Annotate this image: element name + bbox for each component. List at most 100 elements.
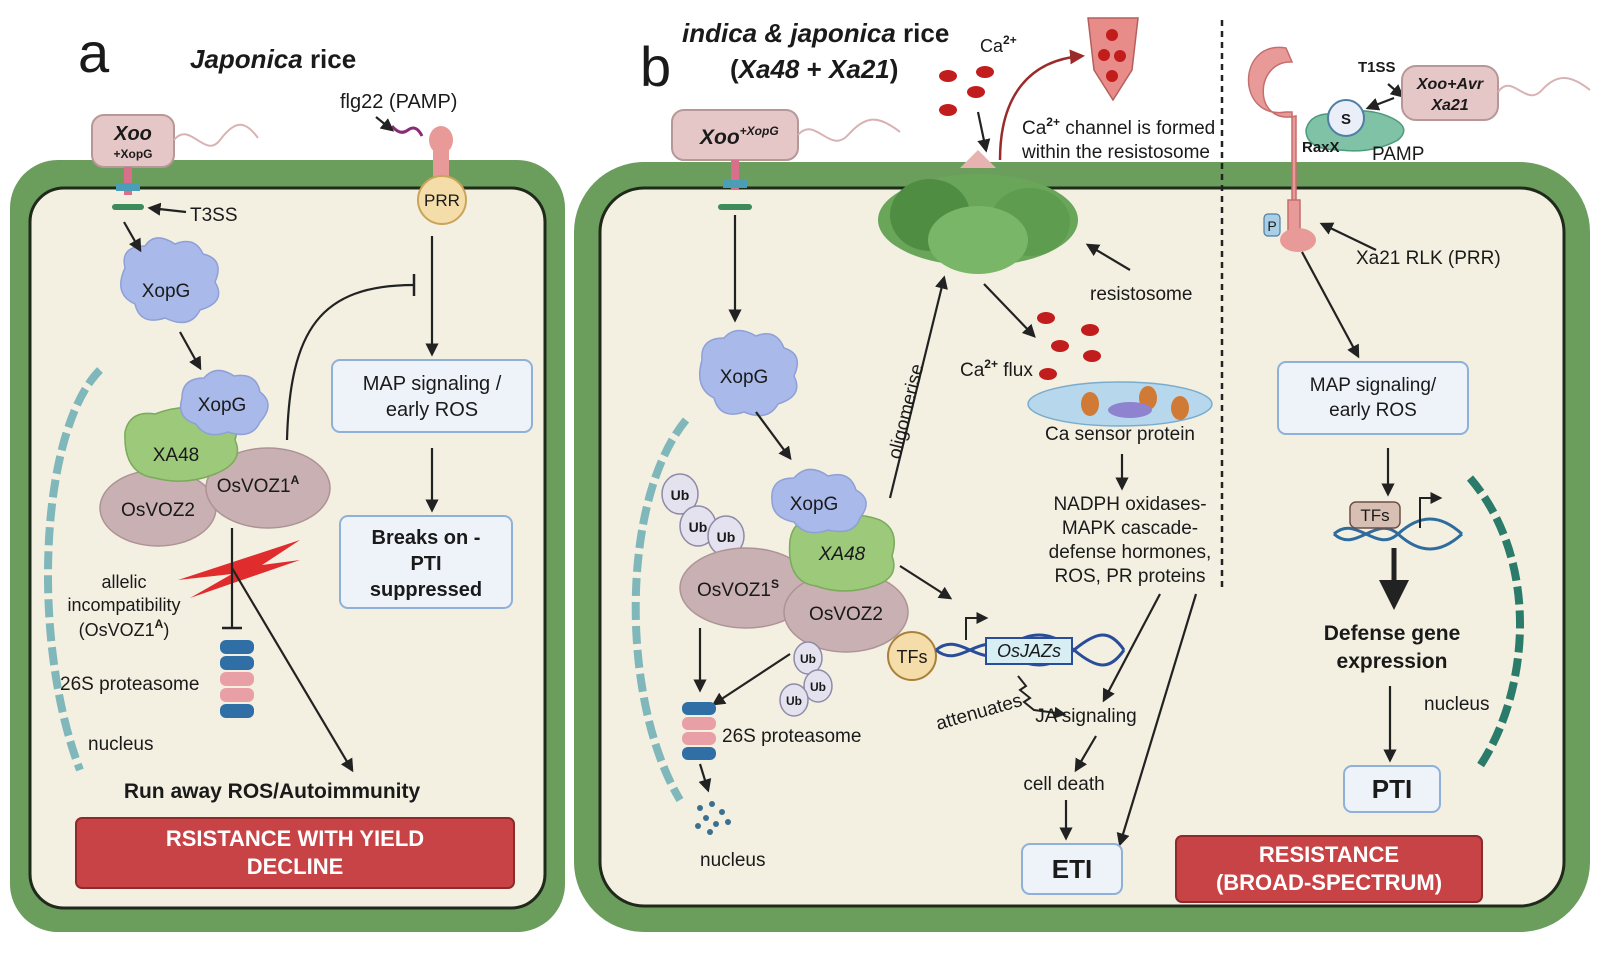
xoo-bacterium-b: Xoo+XopG xyxy=(671,109,901,161)
xopg-protein-b1: XopG xyxy=(699,329,799,417)
t1ss-label: T1SS xyxy=(1358,59,1396,76)
downstream-responses-text: NADPH oxidases- MAPK cascade- defense ho… xyxy=(1049,494,1212,587)
ca-top-label: Ca2+ xyxy=(980,33,1017,56)
raxx-label: RaxX xyxy=(1302,139,1340,156)
svg-text:ROS, PR proteins: ROS, PR proteins xyxy=(1055,566,1206,587)
svg-text:TFs: TFs xyxy=(1360,506,1389,525)
ca-flux-label: Ca2+ flux xyxy=(960,357,1033,381)
svg-text:OsVOZ1A: OsVOZ1A xyxy=(217,473,300,497)
panel-a-title: Japonica rice xyxy=(190,44,356,74)
svg-text:XopG: XopG xyxy=(142,281,191,302)
svg-text:OsJAZs: OsJAZs xyxy=(997,641,1061,661)
channel-label-1: Ca2+ channel is formed xyxy=(1022,115,1215,139)
pamp-label: PAMP xyxy=(1372,144,1424,165)
calcium-ions-top xyxy=(939,66,994,116)
allelic-label-2: incompatibility xyxy=(67,595,180,615)
panel-b-title: indica & japonica rice xyxy=(682,18,949,48)
runaway-label: Run away ROS/Autoimmunity xyxy=(124,780,421,803)
svg-text:MAP signaling/: MAP signaling/ xyxy=(1310,375,1437,396)
nucleus-envelope-b xyxy=(631,417,690,803)
dna-helix-b xyxy=(935,633,1126,667)
svg-text:Ub: Ub xyxy=(689,519,708,535)
svg-text:OsVOZ2: OsVOZ2 xyxy=(809,604,883,625)
nucleus-envelope-c xyxy=(1466,475,1524,769)
xoo-bacterium-a: Xoo +XopG xyxy=(91,114,259,168)
ubiquitin-chain-b1: Ub Ub Ub xyxy=(661,473,745,557)
t3ss-icon xyxy=(112,167,144,210)
svg-text:Ub: Ub xyxy=(800,652,816,666)
panel-b-subtitle: (Xa48 + Xa21) xyxy=(730,54,898,84)
svg-text:Ub: Ub xyxy=(810,680,826,694)
svg-text:PRR: PRR xyxy=(424,191,460,210)
svg-text:Ub: Ub xyxy=(671,487,690,503)
svg-text:Xa21: Xa21 xyxy=(1430,97,1468,114)
ca-sensor-label: Ca sensor protein xyxy=(1045,424,1195,445)
degraded-fragments-icon xyxy=(695,801,731,835)
defense-gene-label-1: Defense gene xyxy=(1324,622,1461,645)
cell-death-label: cell death xyxy=(1023,774,1104,795)
svg-text:S: S xyxy=(1341,111,1351,128)
svg-text:XopG: XopG xyxy=(198,395,247,416)
svg-text:defense hormones,: defense hormones, xyxy=(1049,542,1212,563)
svg-text:suppressed: suppressed xyxy=(370,579,482,601)
xopg-protein-b2: XopG xyxy=(771,468,867,534)
xa48-protein-b: XA48 xyxy=(788,514,895,592)
proteasome-icon-a xyxy=(220,640,254,718)
osvoz1s-protein: OsVOZ1S xyxy=(679,547,813,629)
eti-box: ETI xyxy=(1021,843,1123,895)
outcome-banner-b: RESISTANCE (BROAD-SPECTRUM) xyxy=(1175,835,1483,903)
map-signaling-box-a: MAP signaling / early ROS xyxy=(331,359,533,433)
svg-text:XA48: XA48 xyxy=(153,445,199,466)
svg-text:ETI: ETI xyxy=(1052,854,1092,884)
flg22-icon xyxy=(390,125,424,137)
calcium-ions-flux xyxy=(1037,312,1101,380)
svg-text:Ub: Ub xyxy=(717,529,736,545)
svg-text:RSISTANCE WITH YIELD: RSISTANCE WITH YIELD xyxy=(166,826,424,851)
osvoz2-protein-b: OsVOZ2 xyxy=(783,571,909,653)
tfs-icon-c: TFs xyxy=(1349,501,1401,529)
nucleus-label-a: nucleus xyxy=(88,734,154,755)
raxx-pamp-icon: S xyxy=(1305,99,1405,152)
nucleus-label-b: nucleus xyxy=(700,850,766,871)
panel-b: b indica & japonica rice (Xa48 + Xa21) C… xyxy=(574,17,1591,932)
svg-text:OsVOZ1S: OsVOZ1S xyxy=(697,577,779,601)
proteasome-label-a: 26S proteasome xyxy=(60,674,199,695)
ubiquitin-chain-b2: Ub Ub Ub xyxy=(779,641,833,717)
proteasome-icon-b xyxy=(682,702,716,760)
svg-text:XA48: XA48 xyxy=(818,544,866,565)
svg-text:early ROS: early ROS xyxy=(1329,400,1417,421)
allelic-label-3: (OsVOZ1A) xyxy=(79,617,170,640)
nucleus-label-c: nucleus xyxy=(1424,694,1490,715)
flg22-label: flg22 (PAMP) xyxy=(340,91,457,113)
svg-text:Ub: Ub xyxy=(786,694,802,708)
svg-text:Breaks on -: Breaks on - xyxy=(372,527,481,549)
t3ss-label: T3SS xyxy=(190,205,238,226)
osjazs-gene-box: OsJAZs xyxy=(985,637,1073,665)
osvoz2-protein-a: OsVOZ2 xyxy=(99,469,217,547)
svg-text:TFs: TFs xyxy=(897,647,928,667)
nucleus-envelope-a xyxy=(43,367,103,772)
pti-suppressed-box: Breaks on - PTI suppressed xyxy=(339,515,513,609)
svg-text:DECLINE: DECLINE xyxy=(247,854,344,879)
svg-text:MAP signaling /: MAP signaling / xyxy=(363,373,502,395)
panel-a: a Japonica rice Xoo +XopG T3SS flg22 (PA… xyxy=(10,21,565,932)
xopg-protein-a2: XopG xyxy=(179,369,269,436)
channel-label-2: within the resistosome xyxy=(1021,142,1210,163)
proteasome-label-b: 26S proteasome xyxy=(722,726,861,747)
map-signaling-box-c: MAP signaling/ early ROS xyxy=(1277,361,1469,435)
svg-text:XopG: XopG xyxy=(790,494,839,515)
svg-text:OsVOZ2: OsVOZ2 xyxy=(121,500,195,521)
panel-letter-b: b xyxy=(640,35,671,98)
svg-text:PTI: PTI xyxy=(1372,774,1412,804)
svg-text:MAPK cascade-: MAPK cascade- xyxy=(1062,518,1198,539)
resistosome-label: resistosome xyxy=(1090,284,1192,305)
tfs-icon-b: TFs xyxy=(887,631,937,681)
svg-text:PTI: PTI xyxy=(410,553,441,575)
svg-text:+XopG: +XopG xyxy=(113,147,152,161)
resistosome-icon xyxy=(878,150,1078,274)
lightning-icon xyxy=(178,540,300,598)
svg-text:(BROAD-SPECTRUM): (BROAD-SPECTRUM) xyxy=(1216,870,1442,895)
xopg-protein-a1: XopG xyxy=(120,237,220,324)
pti-box: PTI xyxy=(1343,765,1441,813)
